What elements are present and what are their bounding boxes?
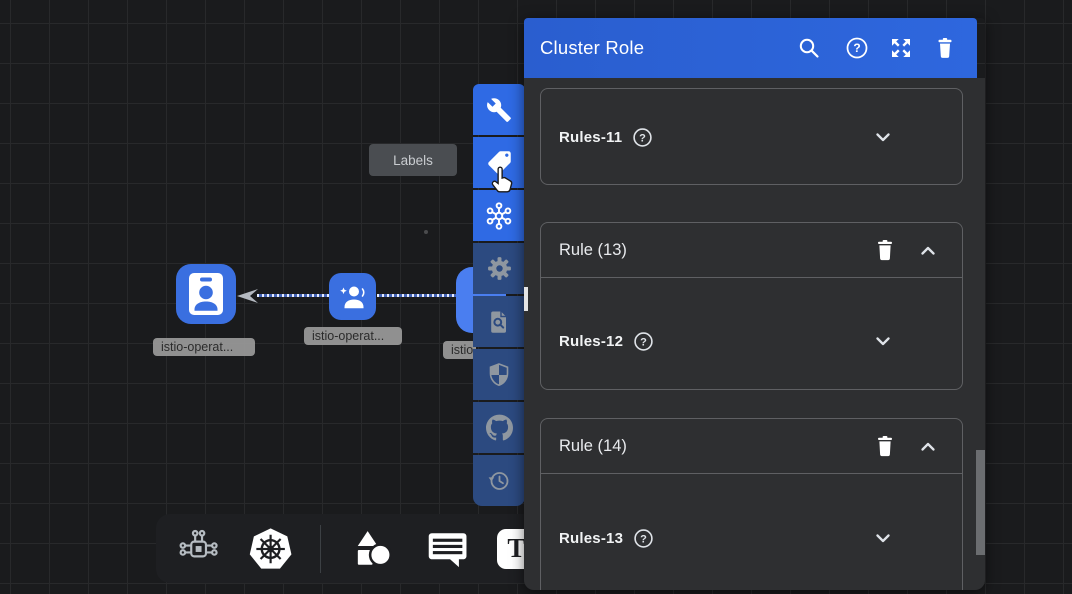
- help-icon[interactable]: ?: [845, 36, 869, 60]
- rule-header: Rule (13): [541, 223, 962, 278]
- doc-search-button[interactable]: [473, 296, 525, 347]
- help-icon[interactable]: ?: [632, 127, 653, 148]
- panel-body: Rules-11 ? Rule (13): [524, 78, 985, 590]
- toolbar-divider: [320, 525, 321, 573]
- delete-rule-icon[interactable]: [876, 436, 894, 457]
- delete-rule-icon[interactable]: [876, 240, 894, 261]
- node-cluster-role[interactable]: [176, 264, 236, 324]
- shapes-icon[interactable]: [348, 524, 397, 574]
- hub-tool-button[interactable]: [473, 190, 525, 241]
- edge-arrowhead-icon: [235, 288, 259, 304]
- canvas-dot: [424, 230, 428, 234]
- svg-text:?: ?: [640, 336, 647, 348]
- search-icon[interactable]: [797, 36, 821, 60]
- rules-label: Rules-11: [559, 129, 622, 146]
- circuit-chip-icon[interactable]: [176, 526, 221, 572]
- left-toolbar: [473, 84, 525, 506]
- history-icon: [486, 468, 512, 494]
- rules-card: Rules-11 ?: [540, 88, 963, 185]
- rule-title: Rule (13): [559, 223, 627, 278]
- chevron-down-icon[interactable]: [871, 125, 895, 149]
- node-cluster-role-binding[interactable]: [329, 273, 376, 320]
- comment-icon[interactable]: [425, 527, 470, 571]
- github-icon: [486, 414, 513, 441]
- kubernetes-wheel-icon[interactable]: [248, 526, 293, 572]
- security-button[interactable]: [473, 349, 525, 400]
- rule-card: Rule (14) Rules-13 ?: [540, 418, 963, 590]
- gear-icon: [486, 255, 513, 282]
- snowflake-hub-icon: [485, 202, 513, 230]
- text-tool-glyph: T: [507, 535, 525, 562]
- rules-label: Rules-12: [559, 333, 623, 350]
- node-label[interactable]: istio: [443, 341, 476, 359]
- node-label[interactable]: istio-operat...: [304, 327, 402, 345]
- rule-title: Rule (14): [559, 419, 627, 474]
- chevron-up-icon[interactable]: [916, 435, 940, 459]
- wrench-icon: [486, 97, 512, 123]
- delete-icon[interactable]: [933, 36, 957, 60]
- edge-line[interactable]: [257, 294, 331, 297]
- rules-label: Rules-13: [559, 530, 623, 547]
- doc-search-icon: [486, 309, 512, 335]
- labels-tooltip: Labels: [369, 144, 457, 176]
- rules-row: Rules-11 ?: [541, 119, 962, 155]
- id-badge-icon: [188, 272, 224, 316]
- help-icon[interactable]: ?: [633, 331, 654, 352]
- wrench-tool-button[interactable]: [473, 84, 525, 135]
- svg-text:?: ?: [640, 533, 647, 545]
- chevron-down-icon[interactable]: [871, 329, 895, 353]
- panel-scrollbar[interactable]: [976, 450, 985, 555]
- help-icon[interactable]: ?: [633, 528, 654, 549]
- rule-card: Rule (13) Rules-12 ?: [540, 222, 963, 390]
- github-button[interactable]: [473, 402, 525, 453]
- cluster-role-panel: Cluster Role ?: [524, 18, 985, 590]
- svg-text:?: ?: [639, 132, 646, 144]
- panel-edge-indicator: [524, 287, 528, 311]
- user-group-icon: [338, 283, 368, 311]
- expand-icon[interactable]: [889, 36, 913, 60]
- chevron-up-icon[interactable]: [916, 239, 940, 263]
- chevron-down-icon[interactable]: [871, 526, 895, 550]
- rules-row: Rules-13 ?: [541, 520, 962, 556]
- bottom-toolbar: T: [156, 514, 556, 583]
- settings-button[interactable]: [473, 243, 525, 294]
- node-label[interactable]: istio-operat...: [153, 338, 255, 356]
- shield-icon: [486, 362, 512, 388]
- hand-cursor-icon: [487, 164, 515, 194]
- rule-header: Rule (14): [541, 419, 962, 474]
- panel-header: Cluster Role ?: [524, 18, 977, 78]
- help-glyph: ?: [853, 41, 860, 55]
- history-button[interactable]: [473, 455, 525, 506]
- panel-title: Cluster Role: [540, 18, 644, 78]
- rules-row: Rules-12 ?: [541, 323, 962, 359]
